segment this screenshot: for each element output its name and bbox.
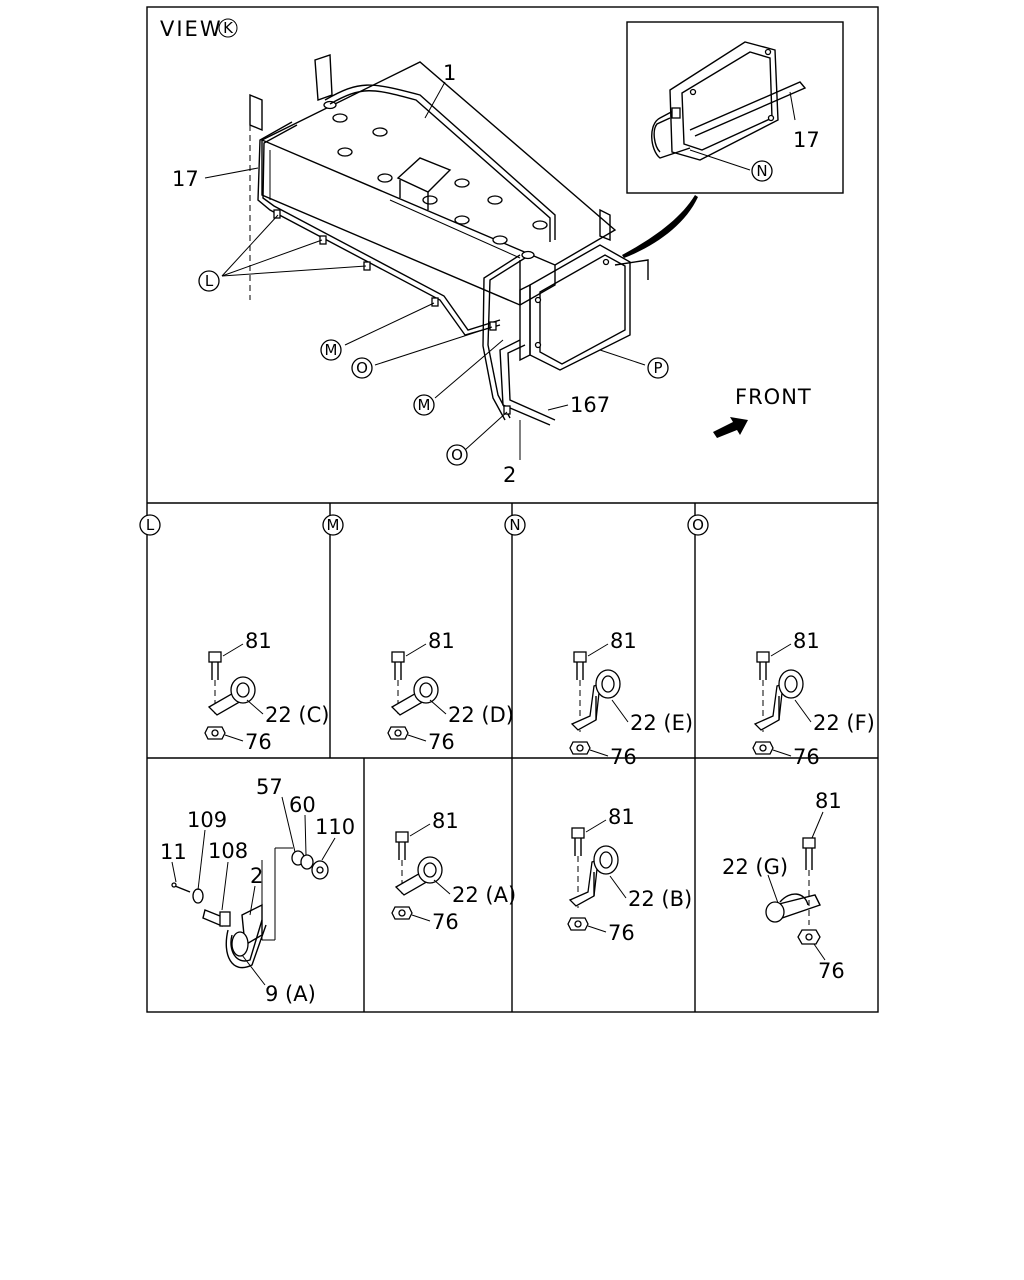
- leader-lines: [204, 81, 646, 460]
- clamp-ref-L: L: [198, 270, 220, 292]
- diagram-frame: [146, 6, 879, 1013]
- detail-m-clamp-icon: [390, 676, 439, 716]
- svg-text:P: P: [653, 359, 662, 377]
- detail-m-ref-circle: M: [322, 514, 344, 536]
- svg-text:N: N: [509, 516, 520, 534]
- detail-o-clamp-icon: [753, 669, 804, 731]
- clamp-a-panel: 81 22 (A) 76: [391, 809, 516, 934]
- svg-text:L: L: [205, 272, 214, 290]
- front-arrow-icon: [713, 417, 748, 438]
- svg-text:O: O: [451, 446, 463, 464]
- inset-detail-N: 17 N: [626, 21, 844, 194]
- clamp-ref-M-lower: M: [413, 394, 435, 416]
- svg-text:L: L: [146, 516, 155, 534]
- svg-text:O: O: [356, 359, 368, 377]
- callout-pipe-1: 1: [443, 61, 456, 85]
- front-label: FRONT: [735, 385, 812, 409]
- clamp-b-nut-label: 76: [608, 921, 635, 945]
- detail-l-clamp-label: 22 (C): [265, 703, 329, 727]
- callout-2: 2: [250, 864, 263, 888]
- view-ref-letter: K: [223, 19, 234, 37]
- callout-pipe-2: 2: [503, 463, 516, 487]
- battery-caps: [323, 100, 548, 260]
- fuel-filter-unit: [519, 244, 631, 371]
- callout-57: 57: [256, 775, 283, 799]
- svg-text:M: M: [327, 516, 340, 534]
- clamp-ref-O-lower: O: [446, 444, 468, 466]
- detail-l-bolt-icon: [208, 651, 222, 663]
- pipe-clamp-marks: [273, 209, 511, 415]
- detail-m-bolt-label: 81: [428, 629, 455, 653]
- callout-109: 109: [187, 808, 227, 832]
- detail-n-clamp-label: 22 (E): [630, 711, 693, 735]
- callout-110: 110: [315, 815, 355, 839]
- clamp-a-nut-label: 76: [432, 910, 459, 934]
- callout-g-nut: 76: [818, 959, 845, 983]
- callout-108: 108: [208, 839, 248, 863]
- clamp-g-panel: 81 22 (G) 76: [722, 789, 845, 983]
- callout-9a: 9 (A): [265, 982, 316, 1006]
- clamp-b-clamp-label: 22 (B): [628, 887, 692, 911]
- main-view: VIEW K: [160, 17, 844, 487]
- detail-panel-L: L 81 22 (C) 76: [139, 514, 329, 754]
- detail-l-nut-label: 76: [245, 730, 272, 754]
- svg-text:M: M: [418, 396, 431, 414]
- detail-panel-N: N 81 22 (E) 76: [504, 514, 693, 769]
- detail-o-bolt-icon: [756, 651, 770, 663]
- callout-11: 11: [160, 840, 187, 864]
- detail-m-bolt-icon: [391, 651, 405, 663]
- callout-g-clamp: 22 (G): [722, 855, 788, 879]
- detail-n-nut-label: 76: [610, 745, 637, 769]
- clamp-b-bolt-icon: [571, 827, 585, 839]
- detail-n-bolt-icon: [573, 651, 587, 663]
- detail-n-bolt-label: 81: [610, 629, 637, 653]
- detail-m-nut-label: 76: [428, 730, 455, 754]
- detail-n-clamp-icon: [570, 669, 621, 731]
- detail-l-ref-circle: L: [139, 514, 161, 536]
- clamp-b-bolt-label: 81: [608, 805, 635, 829]
- clamp-ref-O-upper: O: [351, 357, 373, 379]
- callout-g-bolt: 81: [815, 789, 842, 813]
- fitting-assembly-panel: 57 60 110 109 11 108 2 9 (A): [160, 775, 355, 1006]
- detail-o-nut-label: 76: [793, 745, 820, 769]
- detail-m-clamp-label: 22 (D): [448, 703, 514, 727]
- view-ref-circle: [218, 18, 238, 38]
- clamp-a-clamp-label: 22 (A): [452, 883, 516, 907]
- callout-inset-17: 17: [793, 128, 820, 152]
- clamp-ref-M-upper: M: [320, 339, 342, 361]
- inset-pointer: [622, 195, 698, 258]
- callout-pipe-167: 167: [570, 393, 610, 417]
- clamp-a-bolt-label: 81: [432, 809, 459, 833]
- detail-panel-M: M 81 22 (D) 76: [322, 514, 514, 754]
- detail-l-clamp-icon: [207, 676, 256, 716]
- detail-o-bolt-label: 81: [793, 629, 820, 653]
- detail-panel-O: O 81 22 (F) 76: [687, 514, 875, 769]
- bottom-clamp-panels: 81 22 (A) 76 81 22 (B) 76: [391, 805, 692, 945]
- detail-n-ref-circle: N: [504, 514, 526, 536]
- detail-l-bolt-label: 81: [245, 629, 272, 653]
- clamp-ref-N-inset: N: [756, 162, 767, 180]
- clamp-a-bolt-icon: [395, 831, 409, 843]
- detail-o-clamp-label: 22 (F): [813, 711, 875, 735]
- unit-ref-P: P: [647, 357, 669, 379]
- callout-pipe-17: 17: [172, 167, 199, 191]
- callout-60: 60: [289, 793, 316, 817]
- clamp-b-panel: 81 22 (B) 76: [567, 805, 692, 945]
- clamp-b-clamp-icon: [568, 845, 619, 907]
- detail-o-ref-circle: O: [687, 514, 709, 536]
- svg-text:M: M: [325, 341, 338, 359]
- svg-text:O: O: [692, 516, 704, 534]
- clamp-a-clamp-icon: [394, 856, 443, 896]
- clamp-detail-row: L 81 22 (C) 76 M 81 22 (D) 76 N 81 22 (E) 76 O 81 22 (…: [139, 514, 875, 769]
- fuel-pipes: [257, 84, 649, 426]
- view-title: VIEW: [160, 17, 223, 41]
